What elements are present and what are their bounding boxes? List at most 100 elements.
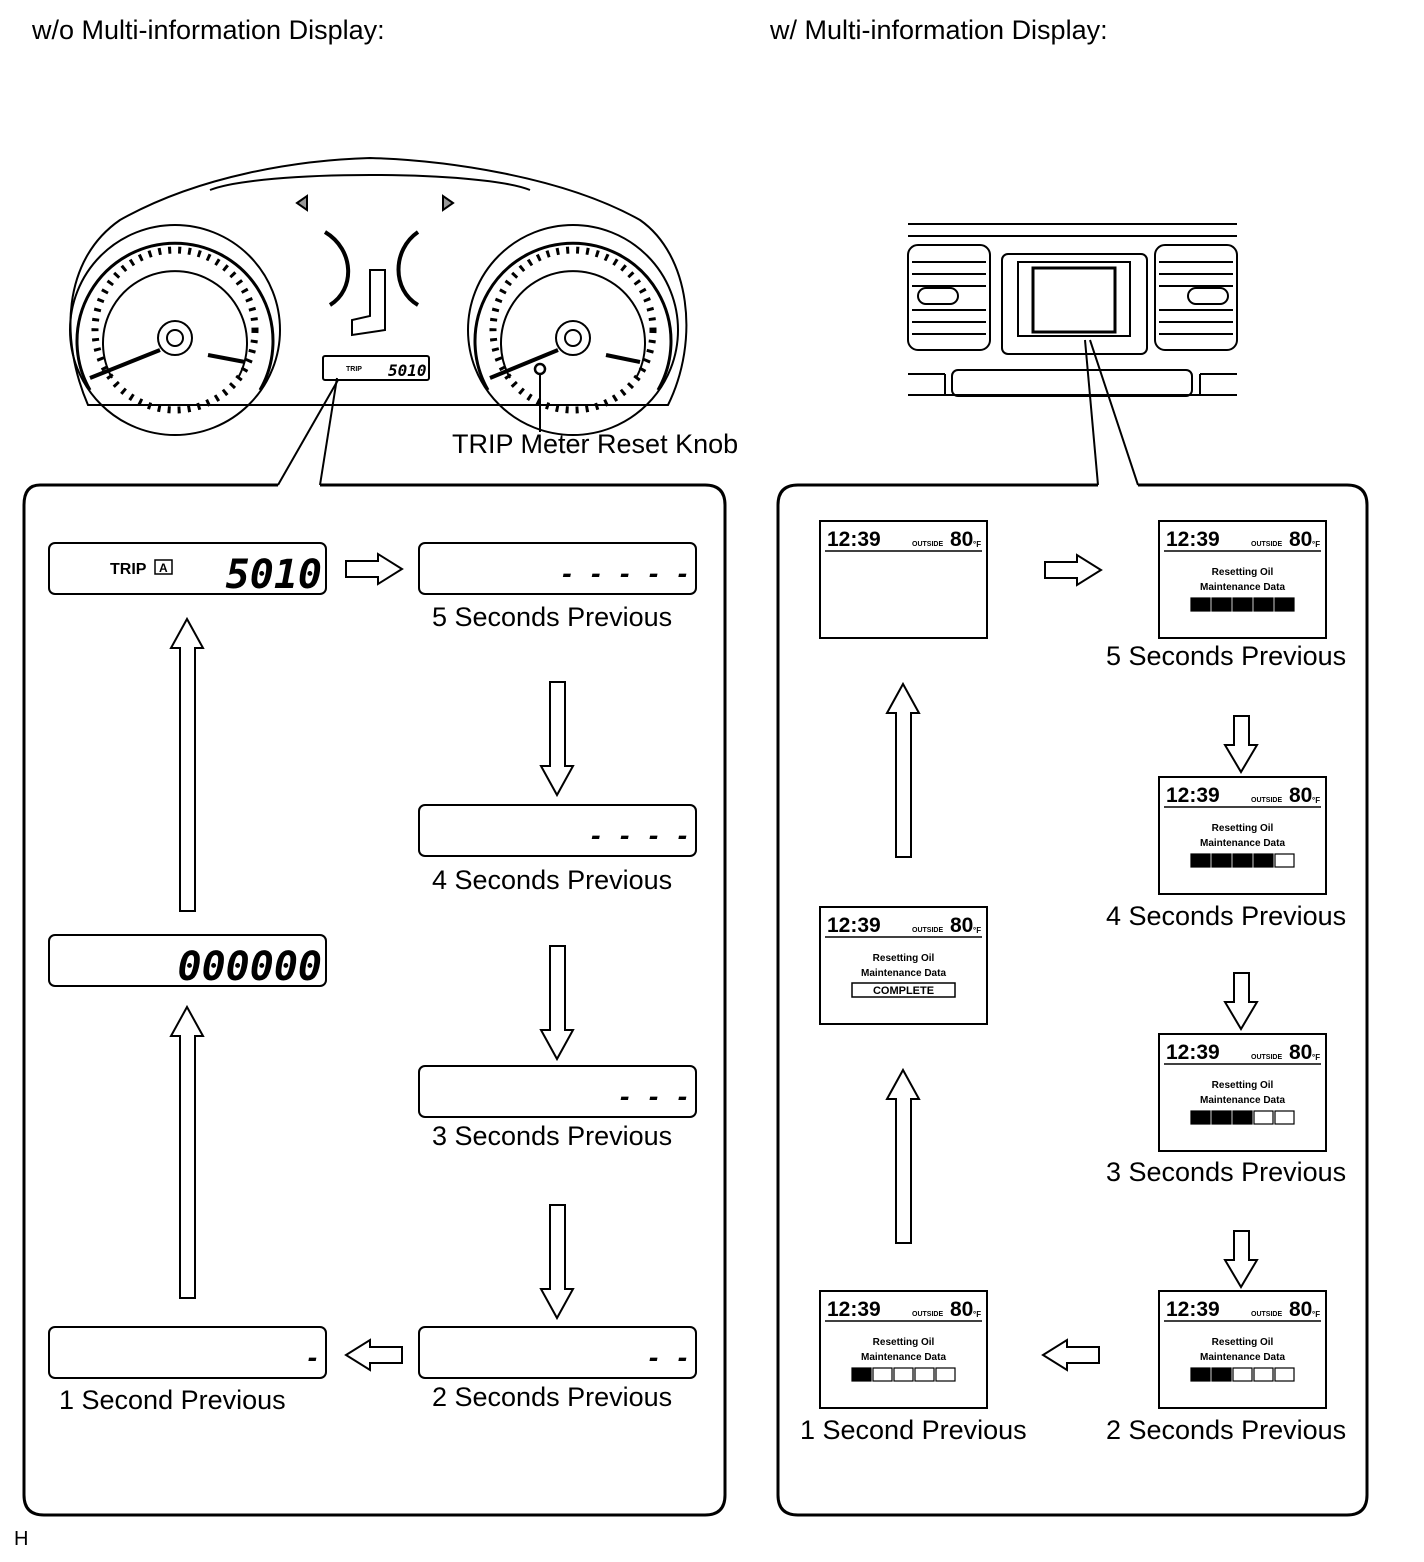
mid-screen-4-seconds-unit: °F xyxy=(1312,796,1320,805)
mid-screen-1-second-progress-cell xyxy=(893,1367,914,1382)
arrow-down-3s-to-2s xyxy=(539,1204,575,1321)
arrow-down-5s-to-4s xyxy=(539,681,575,798)
mid-screen-normal-temp: 80 xyxy=(950,528,973,551)
mid-screen-2-seconds-progress-cell xyxy=(1232,1367,1253,1382)
mid-screen-3-seconds-time: 12:39 xyxy=(1166,1041,1220,1064)
display-3-seconds xyxy=(418,1065,697,1118)
mid-screen-1-second-progress-cell xyxy=(914,1367,935,1382)
mid-screen-4-seconds-progress-cell xyxy=(1253,853,1274,868)
arrow-down-4s-to-3s xyxy=(539,945,575,1062)
mid-screen-5-seconds-outside: OUTSIDE xyxy=(1251,541,1282,548)
arrow-right-odometer-to-5s xyxy=(345,552,404,586)
trip-label: TRIP xyxy=(110,561,147,578)
mid-screen-2-seconds-progress-cell xyxy=(1190,1367,1211,1382)
mid-screen-4-seconds-progress-cell xyxy=(1232,853,1253,868)
mid-screen-normal-frame xyxy=(819,520,988,639)
odometer-value: 5010 xyxy=(226,552,322,598)
mid-screen-1-second-msg-line1: Resetting Oil xyxy=(873,1337,935,1348)
mid-screen-4-seconds-progress-cell xyxy=(1190,853,1211,868)
caption-5-seconds: 5 Seconds Previous xyxy=(432,602,672,632)
cluster-lcd-value: 5010 xyxy=(388,361,427,380)
mid-caption-3-seconds: 3 Seconds Previous xyxy=(1106,1157,1346,1187)
mid-screen-2-seconds-time: 12:39 xyxy=(1166,1298,1220,1321)
reset-display xyxy=(48,934,327,987)
mid-screen-5-seconds-frame xyxy=(1158,520,1327,639)
mid-screen-complete-temp: 80 xyxy=(950,914,973,937)
mid-caption-2-seconds: 2 Seconds Previous xyxy=(1106,1415,1346,1445)
mid-arrow-down-4s-to-3s xyxy=(1223,972,1259,1031)
mid-screen-5-seconds-msg-line2: Maintenance Data xyxy=(1200,582,1285,593)
header-with-mid: w/ Multi-information Display: xyxy=(769,15,1108,45)
mid-screen-5-seconds-progress-cell xyxy=(1211,597,1232,612)
dashes-1: - xyxy=(306,1344,320,1372)
mid-screen-complete-complete-box xyxy=(851,982,956,998)
caption-4-seconds: 4 Seconds Previous xyxy=(432,865,672,895)
mid-screen-4-seconds-progress-cell xyxy=(1274,853,1295,868)
caption-1-second: 1 Second Previous xyxy=(59,1385,286,1415)
arrow-left-2s-to-1s xyxy=(344,1338,403,1372)
mid-arrow-up-complete-to-normal xyxy=(885,681,921,858)
mid-screen-2-seconds-frame xyxy=(1158,1290,1327,1409)
mid-screen-2-seconds-msg-line2: Maintenance Data xyxy=(1200,1352,1285,1363)
display-4-seconds xyxy=(418,804,697,857)
mid-screen-normal-outside: OUTSIDE xyxy=(912,541,943,548)
trip-a-label: A xyxy=(159,561,168,575)
mid-screen-complete-time: 12:39 xyxy=(827,914,881,937)
mid-arrow-up-1s-to-complete xyxy=(885,1067,921,1244)
mid-screen-3-seconds-progress-cell xyxy=(1232,1110,1253,1125)
mid-screen-4-seconds-msg-line1: Resetting Oil xyxy=(1212,823,1274,834)
mid-screen-3-seconds-temp: 80 xyxy=(1289,1041,1312,1064)
dashes-4: - - - - xyxy=(589,822,690,850)
mid-screen-3-seconds-progress-cell xyxy=(1274,1110,1295,1125)
left-gauge xyxy=(69,224,281,436)
mid-screen-4-seconds-progress-cell xyxy=(1211,853,1232,868)
mid-screen-5-seconds-time: 12:39 xyxy=(1166,528,1220,551)
mid-screen-3-seconds-outside: OUTSIDE xyxy=(1251,1054,1282,1061)
mid-screen-4-seconds-outside: OUTSIDE xyxy=(1251,797,1282,804)
display-1-second xyxy=(48,1326,327,1379)
mid-screen-3-seconds-frame xyxy=(1158,1033,1327,1152)
mid-screen-1-second-time: 12:39 xyxy=(827,1298,881,1321)
mid-screen-1-second-progress-cell xyxy=(851,1367,872,1382)
mid-screen-5-seconds-progress-cell xyxy=(1232,597,1253,612)
mid-screen-2-seconds-progress-cell xyxy=(1274,1367,1295,1382)
mid-screen-2-seconds-msg-line1: Resetting Oil xyxy=(1212,1337,1274,1348)
mid-screen-4-seconds-time: 12:39 xyxy=(1166,784,1220,807)
arrow-up-reset-to-odometer xyxy=(169,616,205,912)
mid-screen-complete-frame xyxy=(819,906,988,1025)
caption-2-seconds: 2 Seconds Previous xyxy=(432,1382,672,1412)
mid-screen-2-seconds-progress-cell xyxy=(1253,1367,1274,1382)
mid-screen-3-seconds-msg-line2: Maintenance Data xyxy=(1200,1095,1285,1106)
mid-arrow-left-2s-to-1s xyxy=(1041,1338,1100,1372)
left-panel-frame xyxy=(22,483,727,1517)
mid-screen-2-seconds-outside: OUTSIDE xyxy=(1251,1311,1282,1318)
mid-screen-5-seconds-temp: 80 xyxy=(1289,528,1312,551)
odometer-display xyxy=(48,542,327,595)
mid-screen-4-seconds-frame xyxy=(1158,776,1327,895)
display-5-seconds xyxy=(418,542,697,595)
mid-screen-5-seconds-msg-line1: Resetting Oil xyxy=(1212,567,1274,578)
combination-meter-illustration xyxy=(69,156,688,486)
mid-screen-complete-msg-line1: Resetting Oil xyxy=(873,953,935,964)
mid-screen-5-seconds-progress-cell xyxy=(1274,597,1295,612)
mid-screen-1-second-temp: 80 xyxy=(950,1298,973,1321)
mid-screen-complete-complete-text: COMPLETE xyxy=(873,985,934,997)
mid-screen-3-seconds-progress-cell xyxy=(1190,1110,1211,1125)
reset-value: 000000 xyxy=(178,944,323,990)
right-gauge xyxy=(467,224,679,436)
dashes-5: - - - - - xyxy=(560,560,690,588)
mid-screen-2-seconds-temp: 80 xyxy=(1289,1298,1312,1321)
cluster-lcd-trip: TRIP xyxy=(346,366,362,373)
mid-screen-1-second-unit: °F xyxy=(973,1310,981,1319)
mid-screen-normal-time: 12:39 xyxy=(827,528,881,551)
mid-screen-1-second-frame xyxy=(819,1290,988,1409)
figure-code: H xyxy=(14,1528,28,1550)
mid-screen-complete-outside: OUTSIDE xyxy=(912,927,943,934)
